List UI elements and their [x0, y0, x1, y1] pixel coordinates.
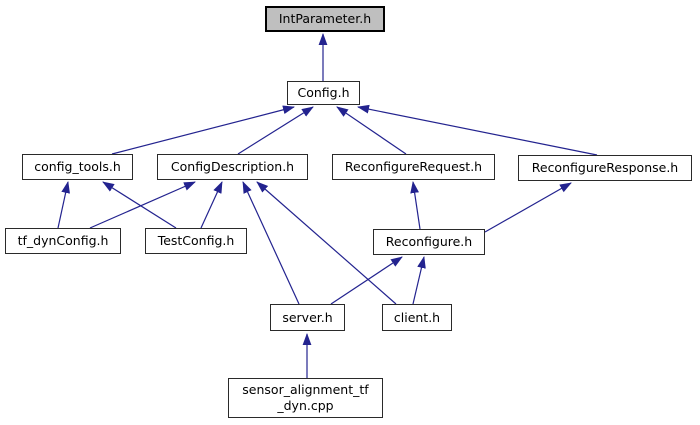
edge-ReconfigureResponse-to-Config [357, 104, 598, 156]
node-ConfigDescription[interactable]: ConfigDescription.h [157, 154, 308, 180]
edge-tf_dynConfig-to-config_tools [57, 181, 70, 229]
edge-tf_dynConfig-to-ConfigDescription [89, 181, 196, 229]
node-config_tools[interactable]: config_tools.h [22, 154, 133, 180]
node-label: IntParameter.h [278, 11, 372, 27]
node-label: ReconfigureRequest.h [344, 159, 483, 175]
node-client[interactable]: client.h [382, 304, 452, 331]
node-label: Config.h [297, 85, 350, 101]
node-label: TestConfig.h [157, 233, 235, 249]
node-ReconfigureRequest[interactable]: ReconfigureRequest.h [332, 154, 495, 180]
node-label: ReconfigureResponse.h [531, 160, 679, 176]
node-label: sensor_alignment_tf _dyn.cpp [242, 382, 369, 413]
node-TestConfig[interactable]: TestConfig.h [145, 228, 247, 254]
edge-Reconfigure-to-ReconfigureRequest [410, 181, 421, 230]
node-Config[interactable]: Config.h [287, 81, 360, 105]
edge-client-to-ConfigDescription [256, 181, 397, 305]
edge-ReconfigureRequest-to-Config [336, 106, 407, 155]
node-label: Reconfigure.h [385, 234, 473, 250]
edge-client-to-Reconfigure [412, 256, 426, 305]
node-server[interactable]: server.h [270, 304, 345, 331]
node-label: ConfigDescription.h [170, 159, 295, 175]
node-sensor[interactable]: sensor_alignment_tf _dyn.cpp [228, 378, 383, 418]
node-label: client.h [393, 309, 441, 325]
node-ReconfigureResponse[interactable]: ReconfigureResponse.h [518, 155, 692, 181]
node-IntParameter: IntParameter.h [265, 6, 385, 32]
node-label: tf_dynConfig.h [17, 233, 109, 249]
edge-ConfigDescription-to-Config [237, 106, 314, 155]
edge-config_tools-to-Config [111, 105, 295, 155]
edge-server-to-Reconfigure [330, 256, 403, 305]
edge-Reconfigure-to-ReconfigureResponse [484, 182, 572, 233]
edge-TestConfig-to-ConfigDescription [200, 181, 223, 229]
node-label: server.h [282, 309, 333, 325]
edge-server-to-ConfigDescription [242, 181, 300, 305]
node-label: config_tools.h [34, 159, 121, 175]
edge-TestConfig-to-config_tools [102, 181, 177, 229]
node-tf_dynConfig[interactable]: tf_dynConfig.h [5, 228, 121, 254]
node-Reconfigure[interactable]: Reconfigure.h [373, 229, 485, 255]
